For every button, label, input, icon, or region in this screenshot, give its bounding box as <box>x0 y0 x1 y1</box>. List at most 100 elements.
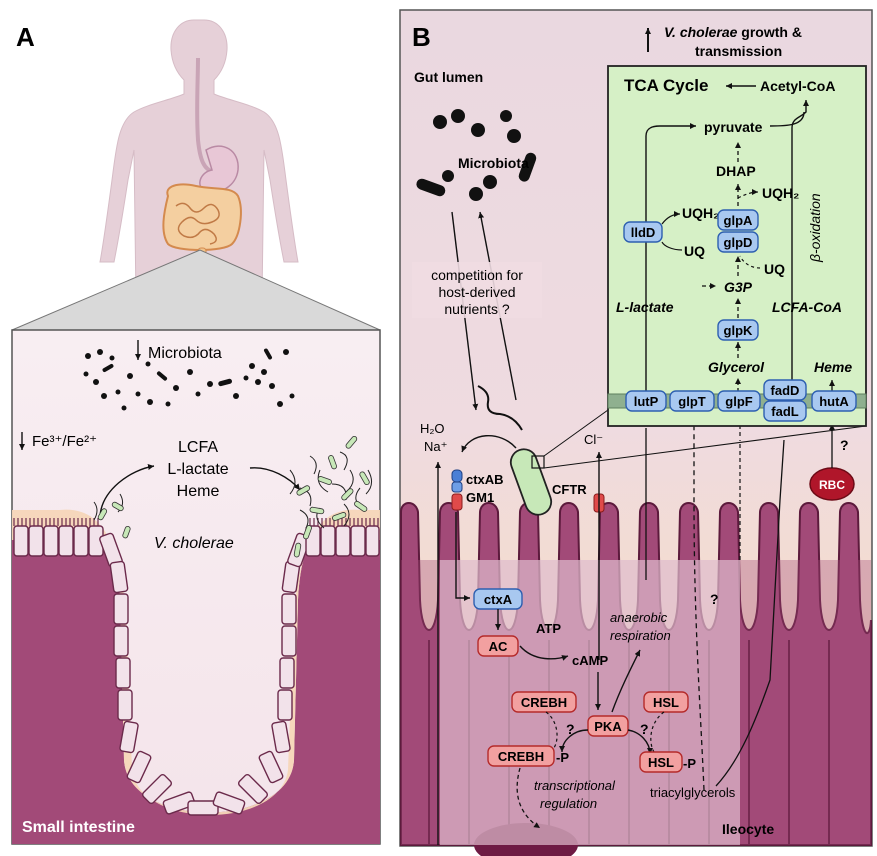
fadd-box <box>763 379 807 401</box>
question-crebh: ? <box>566 721 575 737</box>
tca-inset: TCA Cycle Acetyl-CoA pyruvate DHAP UQH₂ … <box>607 65 867 427</box>
atp-label: ATP <box>536 621 561 636</box>
uq-right: UQ <box>764 261 785 277</box>
question-tag: ? <box>710 591 719 607</box>
microbiota-cluster <box>83 348 295 411</box>
vibrio-cell <box>509 448 553 516</box>
camp-label: cAMP <box>572 653 608 668</box>
small-intestine-label: Small intestine <box>22 819 135 836</box>
crebh-phospho: -P <box>556 750 569 765</box>
nutrient-lactate: L-lactate <box>167 461 228 478</box>
cftr-label: CFTR <box>552 482 587 497</box>
panel-b: B V. cholerae growth & transmission Gut … <box>399 9 873 856</box>
glycerol-label: Glycerol <box>708 359 765 375</box>
glpt-label: glpT <box>678 394 705 409</box>
human-silhouette <box>99 19 299 301</box>
vibrio-colony <box>289 435 372 558</box>
competition-line3: nutrients ? <box>444 301 510 317</box>
crebh-label: CREBH <box>521 695 567 710</box>
dhap-label: DHAP <box>716 163 756 179</box>
beta-oxidation-label: β-oxidation <box>807 193 823 263</box>
uqh2-left: UQH₂ <box>682 205 719 221</box>
competition-line1: competition for <box>431 267 523 283</box>
gm1-receptor-icon <box>451 493 463 511</box>
acetyl-coa-label: Acetyl-CoA <box>760 78 835 94</box>
ctxab-label: ctxAB <box>466 472 504 487</box>
vcholerae-label: V. cholerae <box>154 535 234 552</box>
lamina-propria <box>12 540 380 844</box>
nutrient-heme: Heme <box>177 483 220 500</box>
microbiota-label-a: Microbiota <box>148 345 222 362</box>
nutrient-lcfa: LCFA <box>178 439 218 456</box>
zoom-wedge <box>11 249 381 331</box>
pka-box <box>587 715 629 737</box>
panel-a: A <box>11 19 381 845</box>
iron-label: Fe³⁺/Fe²⁺ <box>32 433 97 450</box>
uqh2-right: UQH₂ <box>762 185 799 201</box>
ctxab-toxin-icon <box>451 469 463 483</box>
glpa-label: glpA <box>724 213 753 228</box>
lcfa-coa-label: LCFA-CoA <box>772 299 842 315</box>
glpk-box <box>717 319 759 341</box>
pyruvate-label: pyruvate <box>704 119 763 135</box>
water-label: H₂O <box>420 421 445 436</box>
sodium-label: Na⁺ <box>424 439 447 454</box>
chloride-label: Cl⁻ <box>584 432 603 447</box>
crebh-box <box>511 691 577 713</box>
lldd-label: lldD <box>631 225 656 240</box>
vibrio-adherent <box>93 493 131 539</box>
ctxa-label: ctxA <box>484 592 513 607</box>
glpk-label: glpK <box>724 323 753 338</box>
heme-label: Heme <box>814 359 852 375</box>
hsl-label: HSL <box>653 695 679 710</box>
fadl-label: fadL <box>771 404 799 419</box>
hsl-p-box <box>639 751 683 773</box>
fadd-label: fadD <box>771 383 800 398</box>
lactate-label: L-lactate <box>616 299 674 315</box>
ac-label: AC <box>489 639 508 654</box>
glpd-label: glpD <box>724 235 753 250</box>
fadl-box <box>763 400 807 422</box>
microbiota-label-b: Microbiota <box>458 155 529 171</box>
epithelium <box>13 525 380 816</box>
rbc-label: RBC <box>819 478 845 492</box>
huta-box <box>811 390 857 412</box>
g3p-label: G3P <box>724 279 753 295</box>
intestine-icon <box>162 183 242 251</box>
transmission-label: transmission <box>695 43 782 59</box>
gm1-label: GM1 <box>466 490 494 505</box>
crebh-p-box <box>487 745 555 767</box>
transcriptional-line2: regulation <box>540 796 597 811</box>
nutrient-uptake-arrow <box>249 467 301 491</box>
lldd-box <box>623 221 663 243</box>
ac-box <box>477 635 519 657</box>
microbiota-b <box>416 109 537 201</box>
lutp-label: lutP <box>634 394 659 409</box>
hsl-phospho: -P <box>683 756 696 771</box>
glpd-box <box>717 231 759 253</box>
glpf-label: glpF <box>725 394 752 409</box>
nutrient-release-arrow <box>99 464 155 517</box>
lutp-box <box>625 390 667 412</box>
question-hsl: ? <box>640 721 649 737</box>
triacylglycerols-label: triacylglycerols <box>650 785 736 800</box>
crebh-p-label: CREBH <box>498 749 544 764</box>
question-rbc: ? <box>840 437 849 453</box>
ileocyte-label: Ileocyte <box>722 821 774 837</box>
zoom-square <box>531 455 545 469</box>
anaerobic-line2: respiration <box>610 628 671 643</box>
huta-label: hutA <box>819 394 849 409</box>
tca-title: TCA Cycle <box>624 76 708 95</box>
glpt-box <box>669 390 715 412</box>
growth-label: V. cholerae growth & <box>664 24 802 40</box>
competition-line2: host-derived <box>438 284 515 300</box>
hsl-box <box>643 691 689 713</box>
panel-a-label: A <box>16 22 35 52</box>
glpa-box <box>717 209 759 231</box>
pka-label: PKA <box>594 719 622 734</box>
transcriptional-line1: transcriptional <box>534 778 616 793</box>
gut-lumen-label: Gut lumen <box>414 69 483 85</box>
anaerobic-line1: anaerobic <box>610 610 668 625</box>
panel-b-label: B <box>412 22 431 52</box>
